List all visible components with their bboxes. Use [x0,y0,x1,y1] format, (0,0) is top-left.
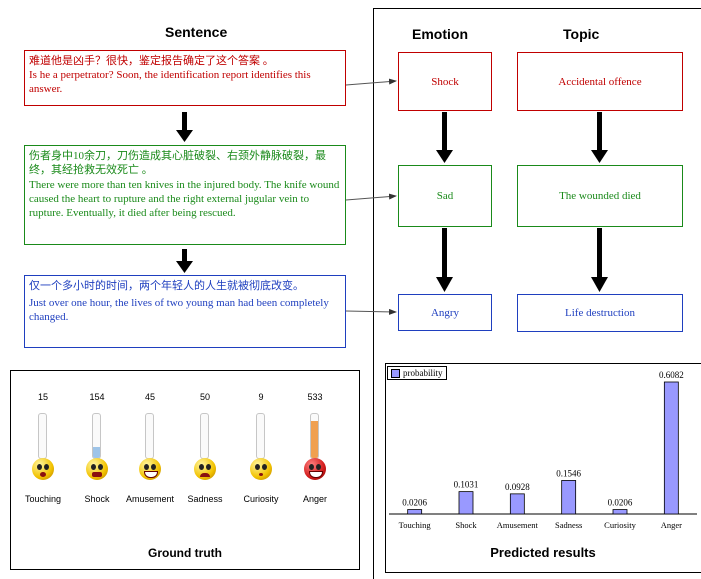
legend-label: probability [403,368,443,378]
topic-box-accidental-offence: Accidental offence [517,52,683,111]
bar-amusement [509,493,525,515]
data-label-amusement: 0.0928 [505,482,530,492]
sentence-box-3: 仅一个多小时的时间，两个年轻人的人生就被彻底改变。 Just over one … [24,275,346,348]
data-label-touching: 0.0206 [402,498,427,508]
shock-face-icon [86,458,108,480]
topic-box-wounded-died: The wounded died [517,165,683,227]
gt-level-shock [92,413,101,459]
arrow-offence-to-died [591,112,608,163]
gt-count-amusement: 45 [144,392,155,402]
sentence-2-en: There were more than ten knives in the i… [29,179,340,219]
tick-label-shock: Shock [455,520,477,530]
sentence-1-en: Is he a perpetrator? Soon, the identific… [29,69,311,95]
predicted-legend: probability [387,366,447,380]
gt-level-amusement [145,413,154,459]
curiosity-face-icon [250,458,272,480]
emotion-box-angry: Angry [398,294,492,331]
topic-box-life-destruction: Life destruction [517,294,683,332]
data-label-curiosity: 0.0206 [608,498,633,508]
predicted-title: Predicted results [490,545,596,560]
sentence-box-2: 伤者身中10余刀，刀伤造成其心脏破裂、右颈外静脉破裂，最终，其经抢救无效死亡 。… [24,145,346,245]
gt-count-sadness: 50 [199,392,210,402]
bar-anger [663,381,679,515]
sentence-box-1: 难道他是凶手？很快，鉴定报告确定了这个答案 。 Is he a perpetra… [24,50,346,106]
touching-face-icon [32,458,54,480]
ground-truth-title: Ground truth [148,546,222,560]
gt-label-touching: Touching [24,494,62,504]
gt-level-curiosity [256,413,265,459]
gt-label-amusement: Amusement [125,494,175,504]
arrows-layer [176,78,608,315]
bar-sadness [561,480,577,515]
arrow-shock-to-sad [436,112,453,163]
legend-swatch [391,368,400,378]
sentence-1-zh: 难道他是凶手？很快，鉴定报告确定了这个答案 。 [29,55,274,67]
sentence-2-zh: 伤者身中10余刀，刀伤造成其心脏破裂、右颈外静脉破裂，最终，其经抢救无效死亡 。 [29,150,326,176]
tick-label-sadness: Sadness [555,520,582,530]
bar-curiosity [612,509,628,515]
arrow-died-to-destruction [591,228,608,292]
gt-count-touching: 15 [37,392,48,402]
topic-header: Topic [563,26,600,42]
gt-level-touching [38,413,47,459]
tick-label-touching: Touching [399,520,432,530]
tick-label-anger: Anger [661,520,682,530]
gt-label-curiosity: Curiosity [243,494,279,504]
amusement-face-icon [139,458,161,480]
gt-label-anger: Anger [302,494,328,504]
emotion-box-shock: Shock [398,52,492,111]
tick-label-curiosity: Curiosity [604,520,636,530]
data-label-shock: 0.1031 [454,480,479,490]
gt-count-anger: 533 [307,392,323,402]
gt-level-anger [310,413,319,459]
tick-label-amusement: Amusement [497,520,539,530]
sentence-3-en: Just over one hour, the lives of two you… [29,297,329,323]
arrow-sentence2-to-sad [345,193,397,201]
arrow-sentence3-to-angry [345,308,397,315]
results-panel-frame [373,8,701,579]
gt-count-shock: 154 [89,392,105,402]
bar-shock [458,491,474,515]
arrow-sad-to-angry [436,228,453,292]
sentence-3-zh: 仅一个多小时的时间，两个年轻人的人生就被彻底改变。 [29,280,304,292]
gt-count-curiosity: 9 [258,392,264,402]
gt-level-sadness [200,413,209,459]
arrow-sentence1-to-shock [345,78,397,86]
emotion-header: Emotion [412,26,468,42]
data-label-sadness: 0.1546 [556,468,581,478]
anger-face-icon [304,458,326,480]
sentence-header: Sentence [165,24,228,40]
emotion-box-sad: Sad [398,165,492,227]
arrow-sentence1-to-sentence2 [176,112,193,142]
data-label-anger: 0.6082 [659,370,684,380]
bar-touching [407,509,423,515]
arrow-sentence2-to-sentence3 [176,249,193,273]
gt-label-sadness: Sadness [187,494,223,504]
gt-label-shock: Shock [84,494,110,504]
sadness-face-icon [194,458,216,480]
